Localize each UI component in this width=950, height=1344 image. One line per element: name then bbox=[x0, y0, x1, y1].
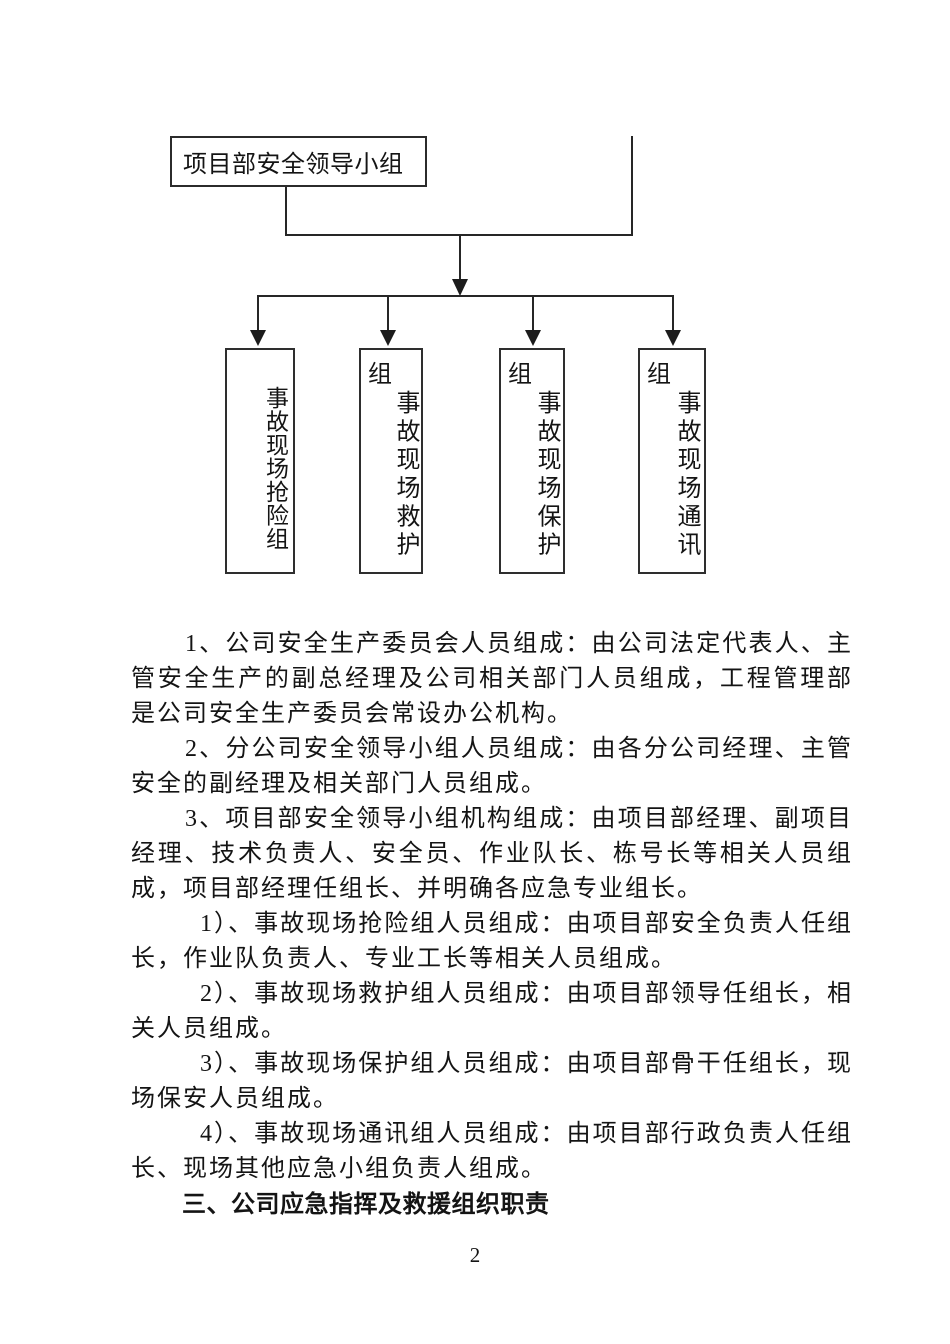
box-label-overflow: 组 bbox=[508, 362, 532, 388]
arrow-down-icon bbox=[380, 330, 396, 346]
paragraph: 1、公司安全生产委员会人员组成：由公司法定代表人、主管安全生产的副总经理及公司相… bbox=[131, 631, 853, 727]
section-heading: 三、公司应急指挥及救援组织职责 bbox=[182, 1191, 550, 1218]
paragraph: 2、分公司安全领导小组人员组成：由各分公司经理、主管安全的副经理及相关部门人员组… bbox=[131, 736, 853, 797]
arrow-down-icon bbox=[665, 330, 681, 346]
box-label: 事故现场保护 bbox=[533, 390, 559, 560]
arrow-down-icon bbox=[452, 279, 468, 296]
page-number: 2 bbox=[469, 1243, 481, 1267]
org-chart-root-box: 项目部安全领导小组 bbox=[170, 136, 427, 187]
box-label-overflow: 组 bbox=[647, 362, 671, 388]
org-chart-box-rescue: 事故现场抢险组 bbox=[225, 348, 295, 574]
org-chart-box-communication: 组 事故现场通讯 bbox=[638, 348, 706, 574]
box-label: 事故现场救护 bbox=[392, 390, 418, 560]
arrow-down-icon bbox=[525, 330, 541, 346]
box-label: 事故现场通讯 bbox=[673, 390, 699, 560]
org-chart-connectors bbox=[250, 136, 681, 346]
box-label: 事故现场抢险组 bbox=[262, 386, 288, 551]
box-label-overflow: 组 bbox=[368, 362, 392, 388]
org-chart-box-medical: 组 事故现场救护 bbox=[359, 348, 423, 574]
org-chart-box-protection: 组 事故现场保护 bbox=[499, 348, 565, 574]
paragraph: 1）、事故现场抢险组人员组成：由项目部安全负责人任组长，作业队负责人、专业工长等… bbox=[131, 911, 853, 972]
root-box-label: 项目部安全领导小组 bbox=[183, 152, 404, 178]
paragraph: 4）、事故现场通讯组人员组成：由项目部行政负责人任组长、现场其他应急小组负责人组… bbox=[131, 1121, 853, 1182]
arrow-down-icon bbox=[250, 330, 266, 346]
paragraph: 2）、事故现场救护组人员组成：由项目部领导任组长，相关人员组成。 bbox=[131, 981, 853, 1042]
paragraph: 3）、事故现场保护组人员组成：由项目部骨干任组长，现场保安人员组成。 bbox=[131, 1051, 853, 1112]
paragraph: 3、项目部安全领导小组机构组成：由项目部经理、副项目经理、技术负责人、安全员、作… bbox=[131, 806, 853, 902]
body-text: 1、公司安全生产委员会人员组成：由公司法定代表人、主管安全生产的副总经理及公司相… bbox=[131, 627, 853, 1222]
